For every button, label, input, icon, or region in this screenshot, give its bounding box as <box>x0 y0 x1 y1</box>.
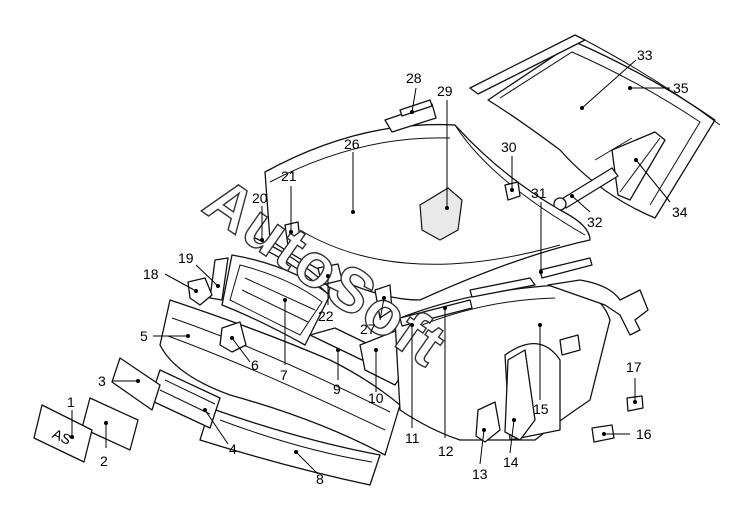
wheel-arch-liner <box>504 349 536 441</box>
callout-6: 6 <box>251 357 259 373</box>
front-bumper <box>159 299 401 456</box>
license-plate-bracket <box>81 397 139 451</box>
fender-trim <box>399 277 649 336</box>
callout-11: 11 <box>405 430 420 446</box>
callout-35: 35 <box>673 80 689 96</box>
callout-31: 31 <box>531 185 547 201</box>
callout-5: 5 <box>140 328 148 344</box>
seal-strip <box>539 257 593 279</box>
callout-12: 12 <box>438 443 454 459</box>
radiator-grille <box>209 254 331 346</box>
windshield <box>469 34 721 219</box>
callout-3: 3 <box>98 373 106 389</box>
callout-27: 27 <box>360 321 376 337</box>
callout-19: 19 <box>178 250 194 266</box>
mounting-brackets <box>187 221 343 306</box>
callout-8: 8 <box>316 471 324 487</box>
callout-16: 16 <box>636 426 652 442</box>
callout-7: 7 <box>280 367 288 383</box>
mud-flap <box>475 401 501 443</box>
callout-32: 32 <box>587 214 603 230</box>
callout-13: 13 <box>472 466 488 482</box>
callout-1: 1 <box>67 394 75 410</box>
callout-14: 14 <box>503 454 519 470</box>
callout-22: 22 <box>318 308 334 324</box>
hood-insulation-pad <box>384 99 437 133</box>
callout-9: 9 <box>333 381 341 397</box>
trim-strip <box>251 237 333 297</box>
callout-33: 33 <box>637 47 653 63</box>
callout-28: 28 <box>406 70 422 86</box>
callout-15: 15 <box>533 401 549 417</box>
callout-10: 10 <box>368 390 384 406</box>
leader-lines <box>70 59 671 475</box>
hood <box>264 123 591 301</box>
callout-20: 20 <box>252 190 268 206</box>
callout-29: 29 <box>437 83 453 99</box>
callout-2: 2 <box>100 453 108 469</box>
reinforcement-bars <box>309 284 406 386</box>
callout-17: 17 <box>626 359 642 375</box>
callout-26: 26 <box>344 136 360 152</box>
callout-30: 30 <box>501 139 517 155</box>
plate-text: AS <box>50 425 74 447</box>
lower-spoiler <box>199 407 381 486</box>
callout-21: 21 <box>281 168 297 184</box>
license-plate: AS <box>33 404 93 463</box>
fog-light-cover <box>111 357 161 411</box>
callout-34: 34 <box>672 204 688 220</box>
callout-4: 4 <box>229 441 237 457</box>
callout-18: 18 <box>143 266 159 282</box>
wiper-assembly <box>553 131 666 211</box>
callout-labels: 1 2 3 4 5 6 7 8 9 10 11 12 13 14 15 16 1… <box>67 47 689 487</box>
